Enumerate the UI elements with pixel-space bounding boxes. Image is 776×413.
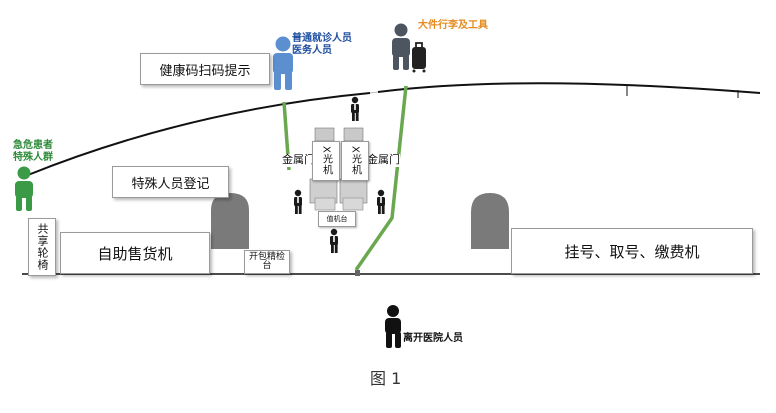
luggage-label: 大件行李及工具 xyxy=(418,20,488,31)
special-registration-label: 特殊人员登记 xyxy=(131,176,210,192)
security-guard-icon xyxy=(294,189,302,214)
health-code-prompt-label: 健康码扫码提示 xyxy=(159,63,251,79)
bag-inspection-label: 开包精检台 xyxy=(249,251,286,271)
roof-line-left xyxy=(27,92,371,176)
roof-gap-line xyxy=(369,91,379,94)
person-icon xyxy=(392,23,410,70)
security-guard-icon xyxy=(377,189,385,214)
vending-machine-label: 自助售货机 xyxy=(97,244,173,263)
person-icon xyxy=(385,305,401,348)
metal-door-left-label: 金属门 xyxy=(282,153,315,167)
shared-wheelchair-label: 共享轮椅 xyxy=(36,223,49,271)
security-guard-icon xyxy=(351,96,359,121)
xray-right-label: X光机 xyxy=(349,146,361,176)
xray-right-box: X光机 xyxy=(341,141,369,181)
shared-wheelchair-box: 共享轮椅 xyxy=(28,218,56,276)
registration-machine-label: 挂号、取号、缴费机 xyxy=(564,242,700,261)
entry-path-right xyxy=(354,85,408,271)
emergency-label: 急危患者 特殊人群 xyxy=(13,140,53,163)
duty-desk-label: 值机台 xyxy=(326,215,348,223)
luggage-icon xyxy=(412,42,426,73)
archway-icon xyxy=(211,193,249,249)
normal-patients-label: 普通就诊人员 医务人员 xyxy=(292,33,352,56)
xray-left-label: X光机 xyxy=(320,146,332,176)
duty-desk-box: 值机台 xyxy=(318,211,356,227)
vending-machine-box: 自助售货机 xyxy=(60,232,210,274)
xray-left-box: X光机 xyxy=(312,141,340,181)
figure-caption: 图 1 xyxy=(370,369,402,388)
security-guard-icon xyxy=(330,228,338,253)
metal-door-right-label: 金属门 xyxy=(367,153,400,167)
leaving-hospital-label: 离开医院人员 xyxy=(403,333,463,344)
path-end-marker xyxy=(355,270,360,276)
health-code-prompt-box: 健康码扫码提示 xyxy=(140,53,270,85)
special-registration-box: 特殊人员登记 xyxy=(112,166,229,198)
registration-machine-box: 挂号、取号、缴费机 xyxy=(511,228,753,274)
bag-inspection-box: 开包精检台 xyxy=(244,250,290,274)
person-icon xyxy=(273,36,293,90)
person-icon xyxy=(15,166,33,211)
security-equipment xyxy=(309,127,368,211)
archway-icon xyxy=(471,193,509,249)
roof-line-right xyxy=(377,82,761,94)
